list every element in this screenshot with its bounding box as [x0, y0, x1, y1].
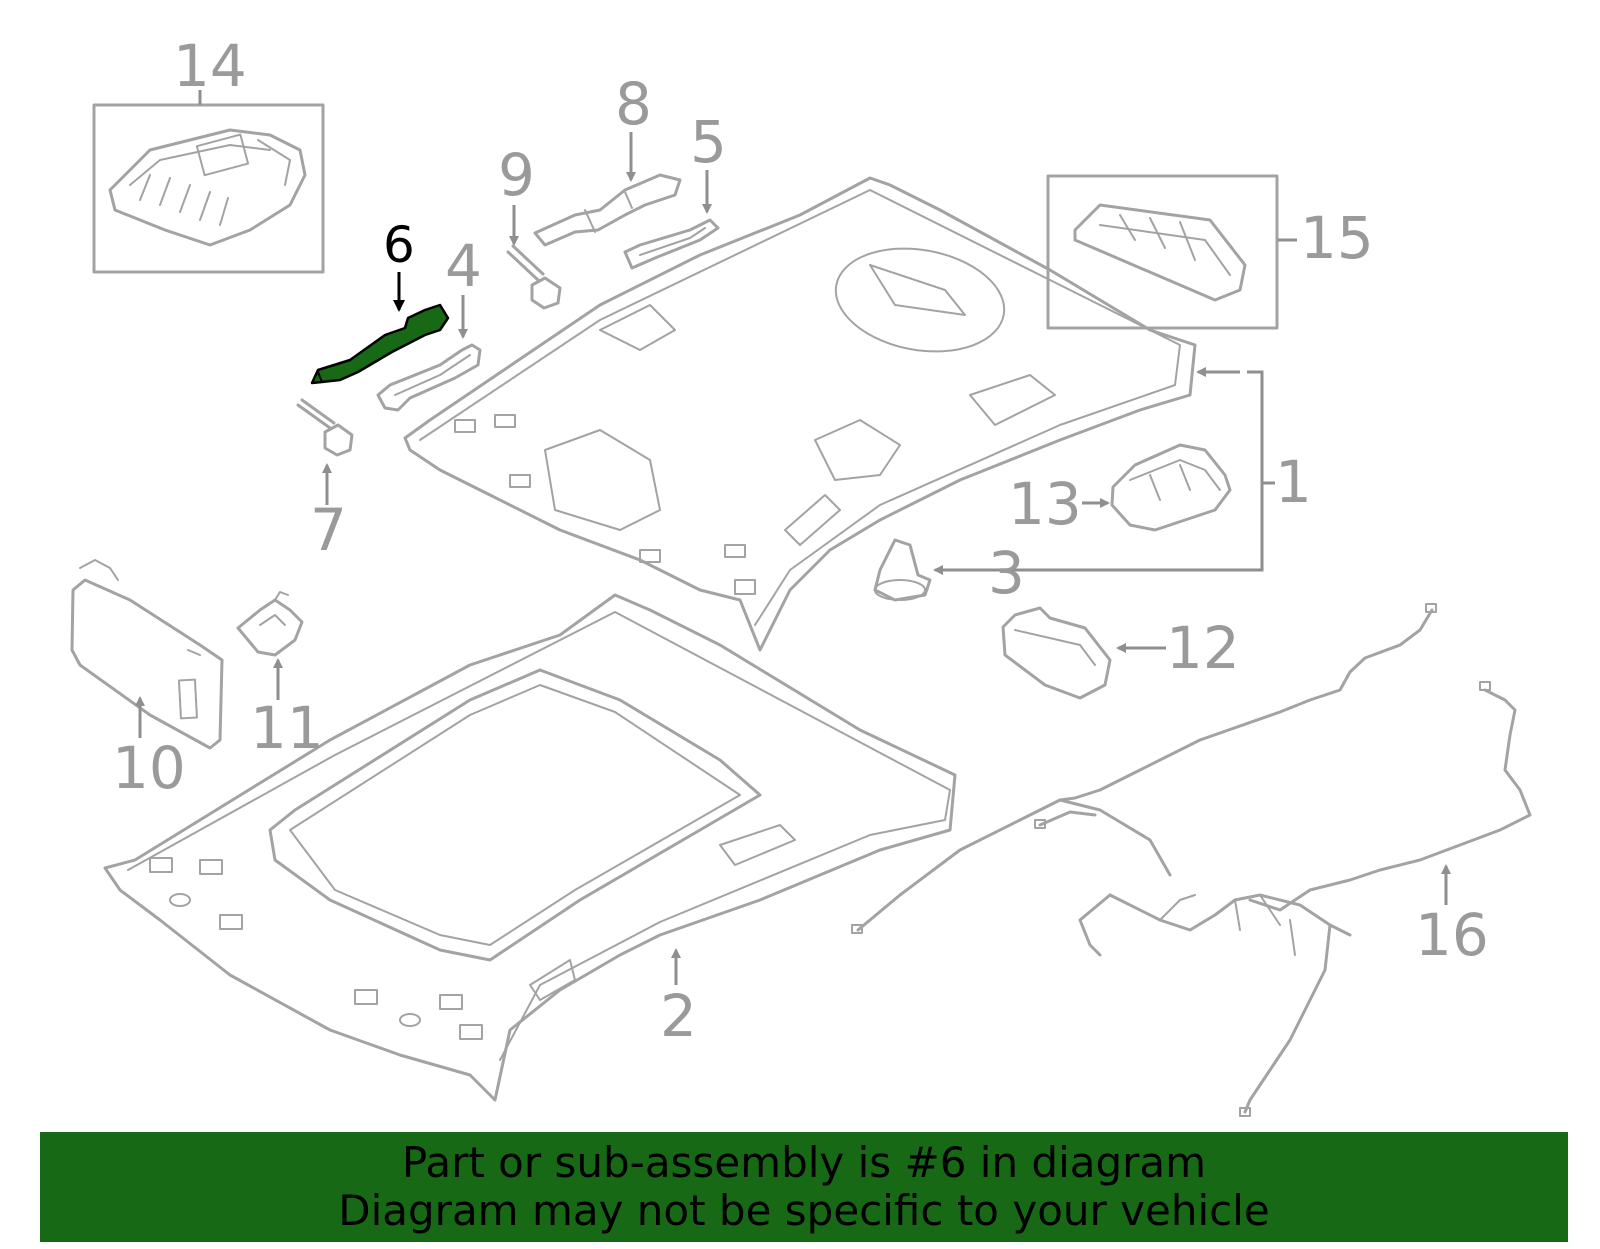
callout-7: 7 — [310, 496, 347, 564]
callout-4: 4 — [445, 232, 482, 300]
part-15-map-lamp[interactable] — [1046, 174, 1279, 330]
part-2-headliner-sunroof[interactable] — [103, 593, 957, 1102]
callout-10: 10 — [112, 734, 186, 802]
part-11-visor-clip[interactable] — [236, 591, 304, 657]
callout-12: 12 — [1166, 614, 1240, 682]
part-9-bolt[interactable] — [506, 244, 562, 310]
part-8-bracket[interactable] — [533, 173, 682, 247]
part-6-bracket-highlighted[interactable] — [310, 303, 450, 385]
banner-line-1: Part or sub-assembly is #6 in diagram — [401, 1138, 1207, 1187]
part-1-headliner[interactable] — [403, 176, 1197, 652]
part-13-lamp[interactable] — [1110, 443, 1232, 532]
part-6-shape — [310, 303, 450, 385]
callout-3: 3 — [988, 539, 1025, 607]
part-12-lamp[interactable] — [1001, 606, 1112, 700]
callout-labels: 14 15 1 13 3 12 16 2 10 11 7 9 8 5 4 6 — [112, 32, 1489, 1050]
callout-13: 13 — [1008, 470, 1082, 538]
part-16-wiring-harness[interactable] — [851, 603, 1532, 1117]
callout-16: 16 — [1415, 901, 1489, 969]
part-4-grab-handle[interactable] — [376, 343, 482, 412]
callout-11: 11 — [250, 694, 324, 762]
callout-15: 15 — [1300, 204, 1374, 272]
part-14-overhead-console[interactable] — [92, 103, 325, 274]
info-banner: Part or sub-assembly is #6 in diagram Di… — [40, 1132, 1568, 1242]
callout-2: 2 — [660, 982, 697, 1050]
leader-lines — [135, 90, 1451, 985]
callout-5: 5 — [690, 108, 727, 176]
part-10-sun-visor[interactable] — [70, 559, 224, 750]
callout-9: 9 — [498, 141, 535, 209]
part-5-grab-handle[interactable] — [623, 218, 720, 270]
callout-14: 14 — [173, 32, 247, 100]
part-3-clip[interactable] — [873, 538, 932, 602]
callout-1: 1 — [1275, 448, 1312, 516]
callout-6-highlighted: 6 — [383, 216, 415, 274]
callout-8: 8 — [615, 70, 652, 138]
banner-line-2: Diagram may not be specific to your vehi… — [338, 1186, 1270, 1235]
part-7-bolt[interactable] — [296, 398, 354, 457]
